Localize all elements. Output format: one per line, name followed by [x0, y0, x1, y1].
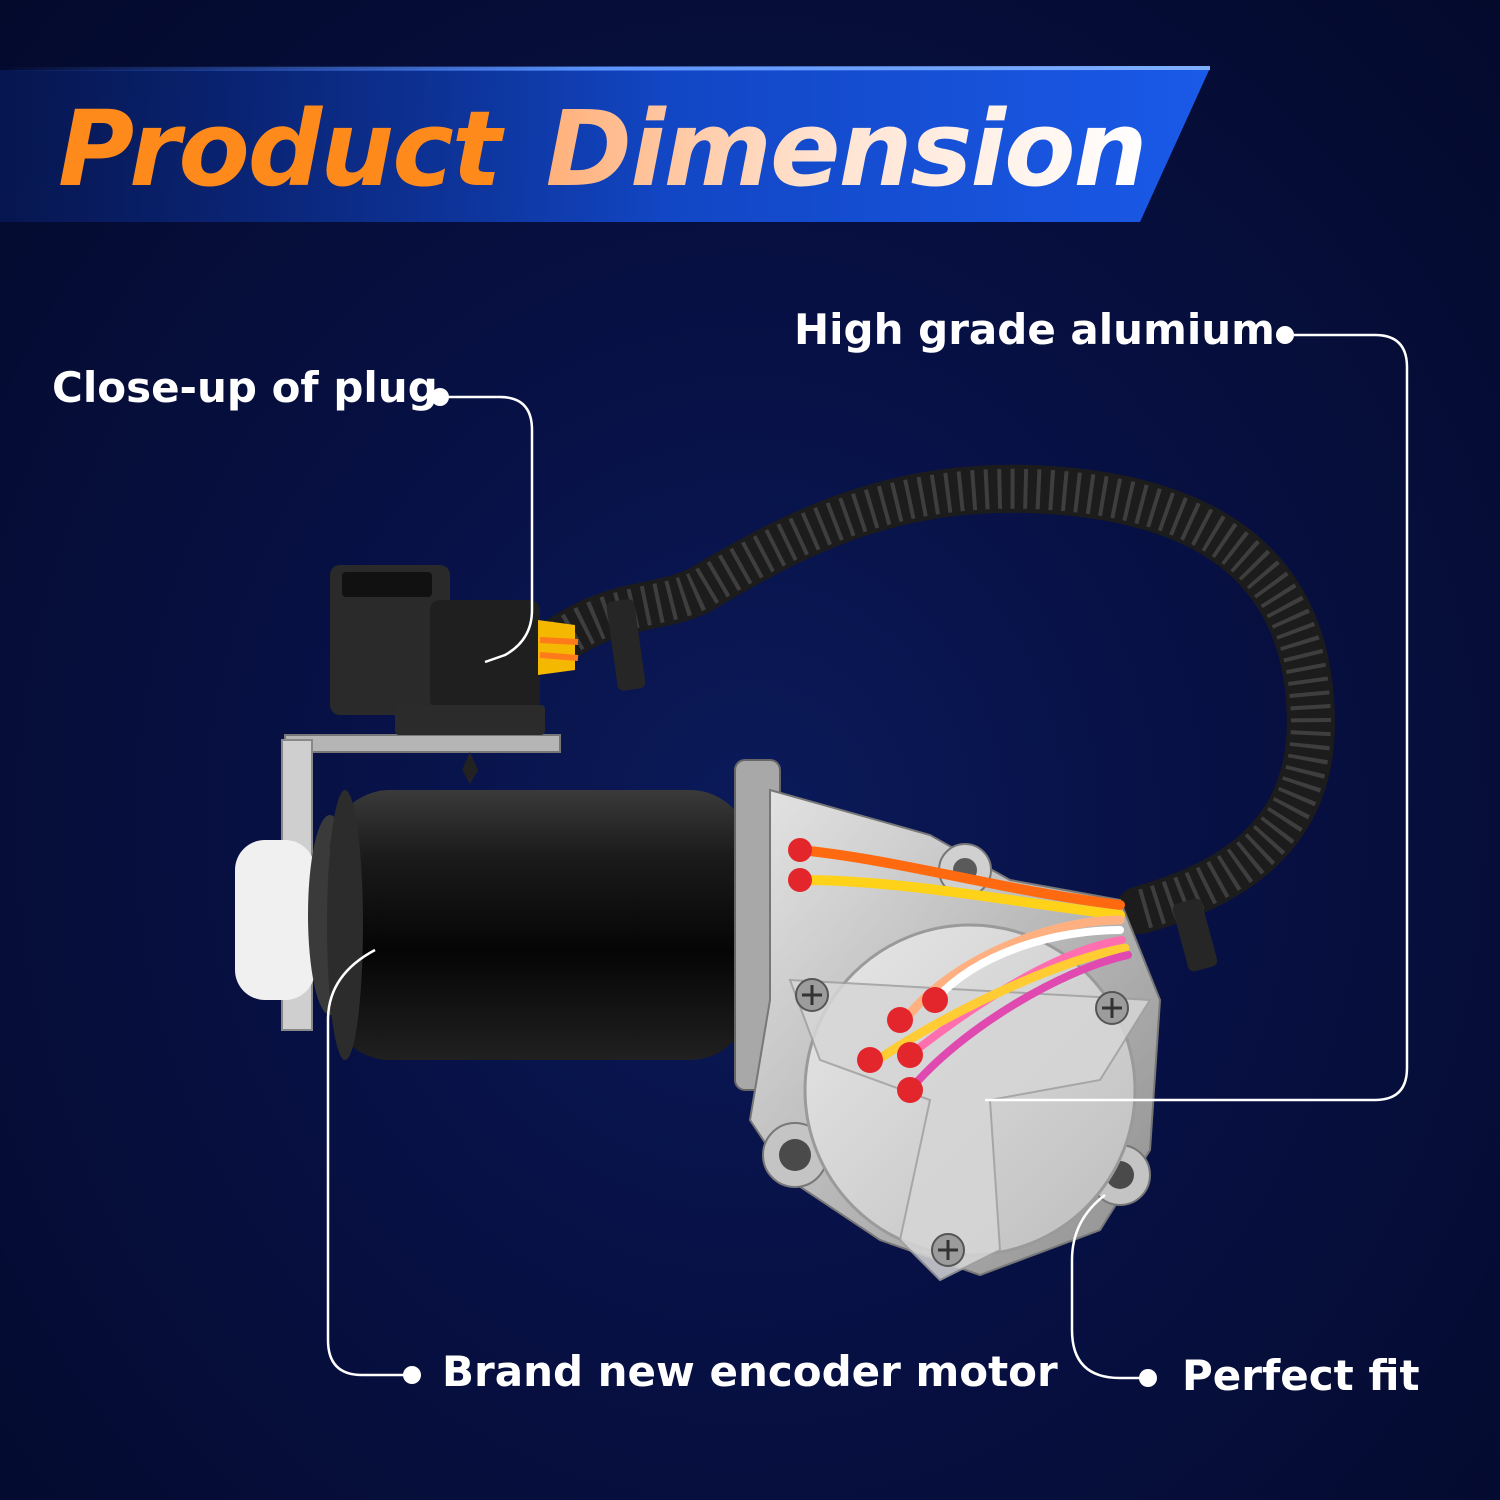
aluminium-callout-line — [985, 333, 1409, 1102]
page-title: Product Dimension — [58, 84, 1148, 214]
connector-plug — [330, 565, 579, 735]
aluminium-callout-dot — [1276, 326, 1294, 344]
fit-callout-dot — [1139, 1369, 1157, 1387]
callout-aluminium-label: High grade alumium — [794, 305, 1275, 354]
title-word-dimension: Dimension — [545, 88, 1148, 210]
colored-wires — [795, 845, 1132, 1094]
title-word-product: Product — [58, 88, 502, 210]
motor-callout-line — [326, 948, 412, 1377]
callout-fit-label: Perfect fit — [1182, 1351, 1420, 1400]
fit-callout-line — [1070, 1194, 1148, 1380]
callout-plug-label: Close-up of plug — [52, 363, 438, 412]
plug-callout-line — [440, 395, 534, 664]
motor-body — [330, 790, 750, 1060]
callout-motor-label: Brand new encoder motor — [442, 1347, 1058, 1396]
motor-callout-dot — [403, 1366, 421, 1384]
plug-callout-dot — [431, 388, 449, 406]
harness-clamp — [606, 599, 646, 691]
title-banner — [0, 66, 1211, 223]
wire-grommets — [788, 838, 948, 1103]
